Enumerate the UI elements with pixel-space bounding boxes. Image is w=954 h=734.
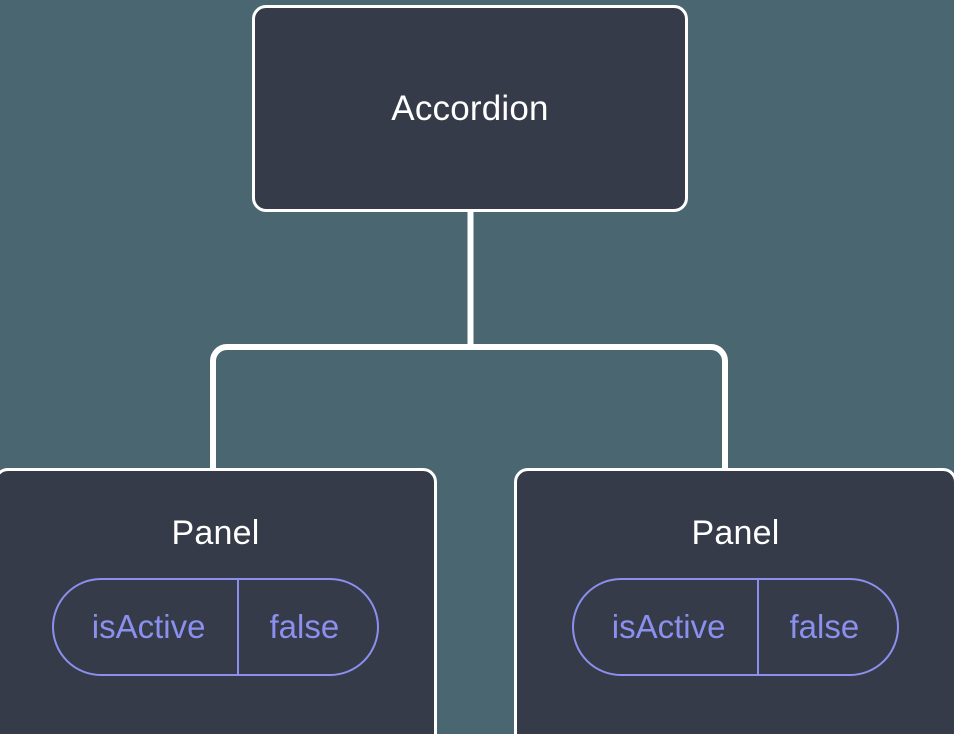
node-accordion[interactable]: Accordion [252,5,688,212]
state-capsule[interactable]: isActive false [571,578,900,676]
node-panel-2[interactable]: Panel isActive false [514,468,954,734]
node-panel-1[interactable]: Panel isActive false [0,468,437,734]
state-value: false [757,580,897,674]
state-key: isActive [91,608,206,645]
state-value: false [237,580,377,674]
edge-branch-right [470,344,728,472]
node-title: Panel [171,514,260,552]
state-capsule[interactable]: isActive false [51,578,380,676]
node-title: Panel [691,514,780,552]
edge-branch-left [210,344,471,472]
state-key: isActive [611,608,726,645]
node-title: Accordion [391,89,549,128]
